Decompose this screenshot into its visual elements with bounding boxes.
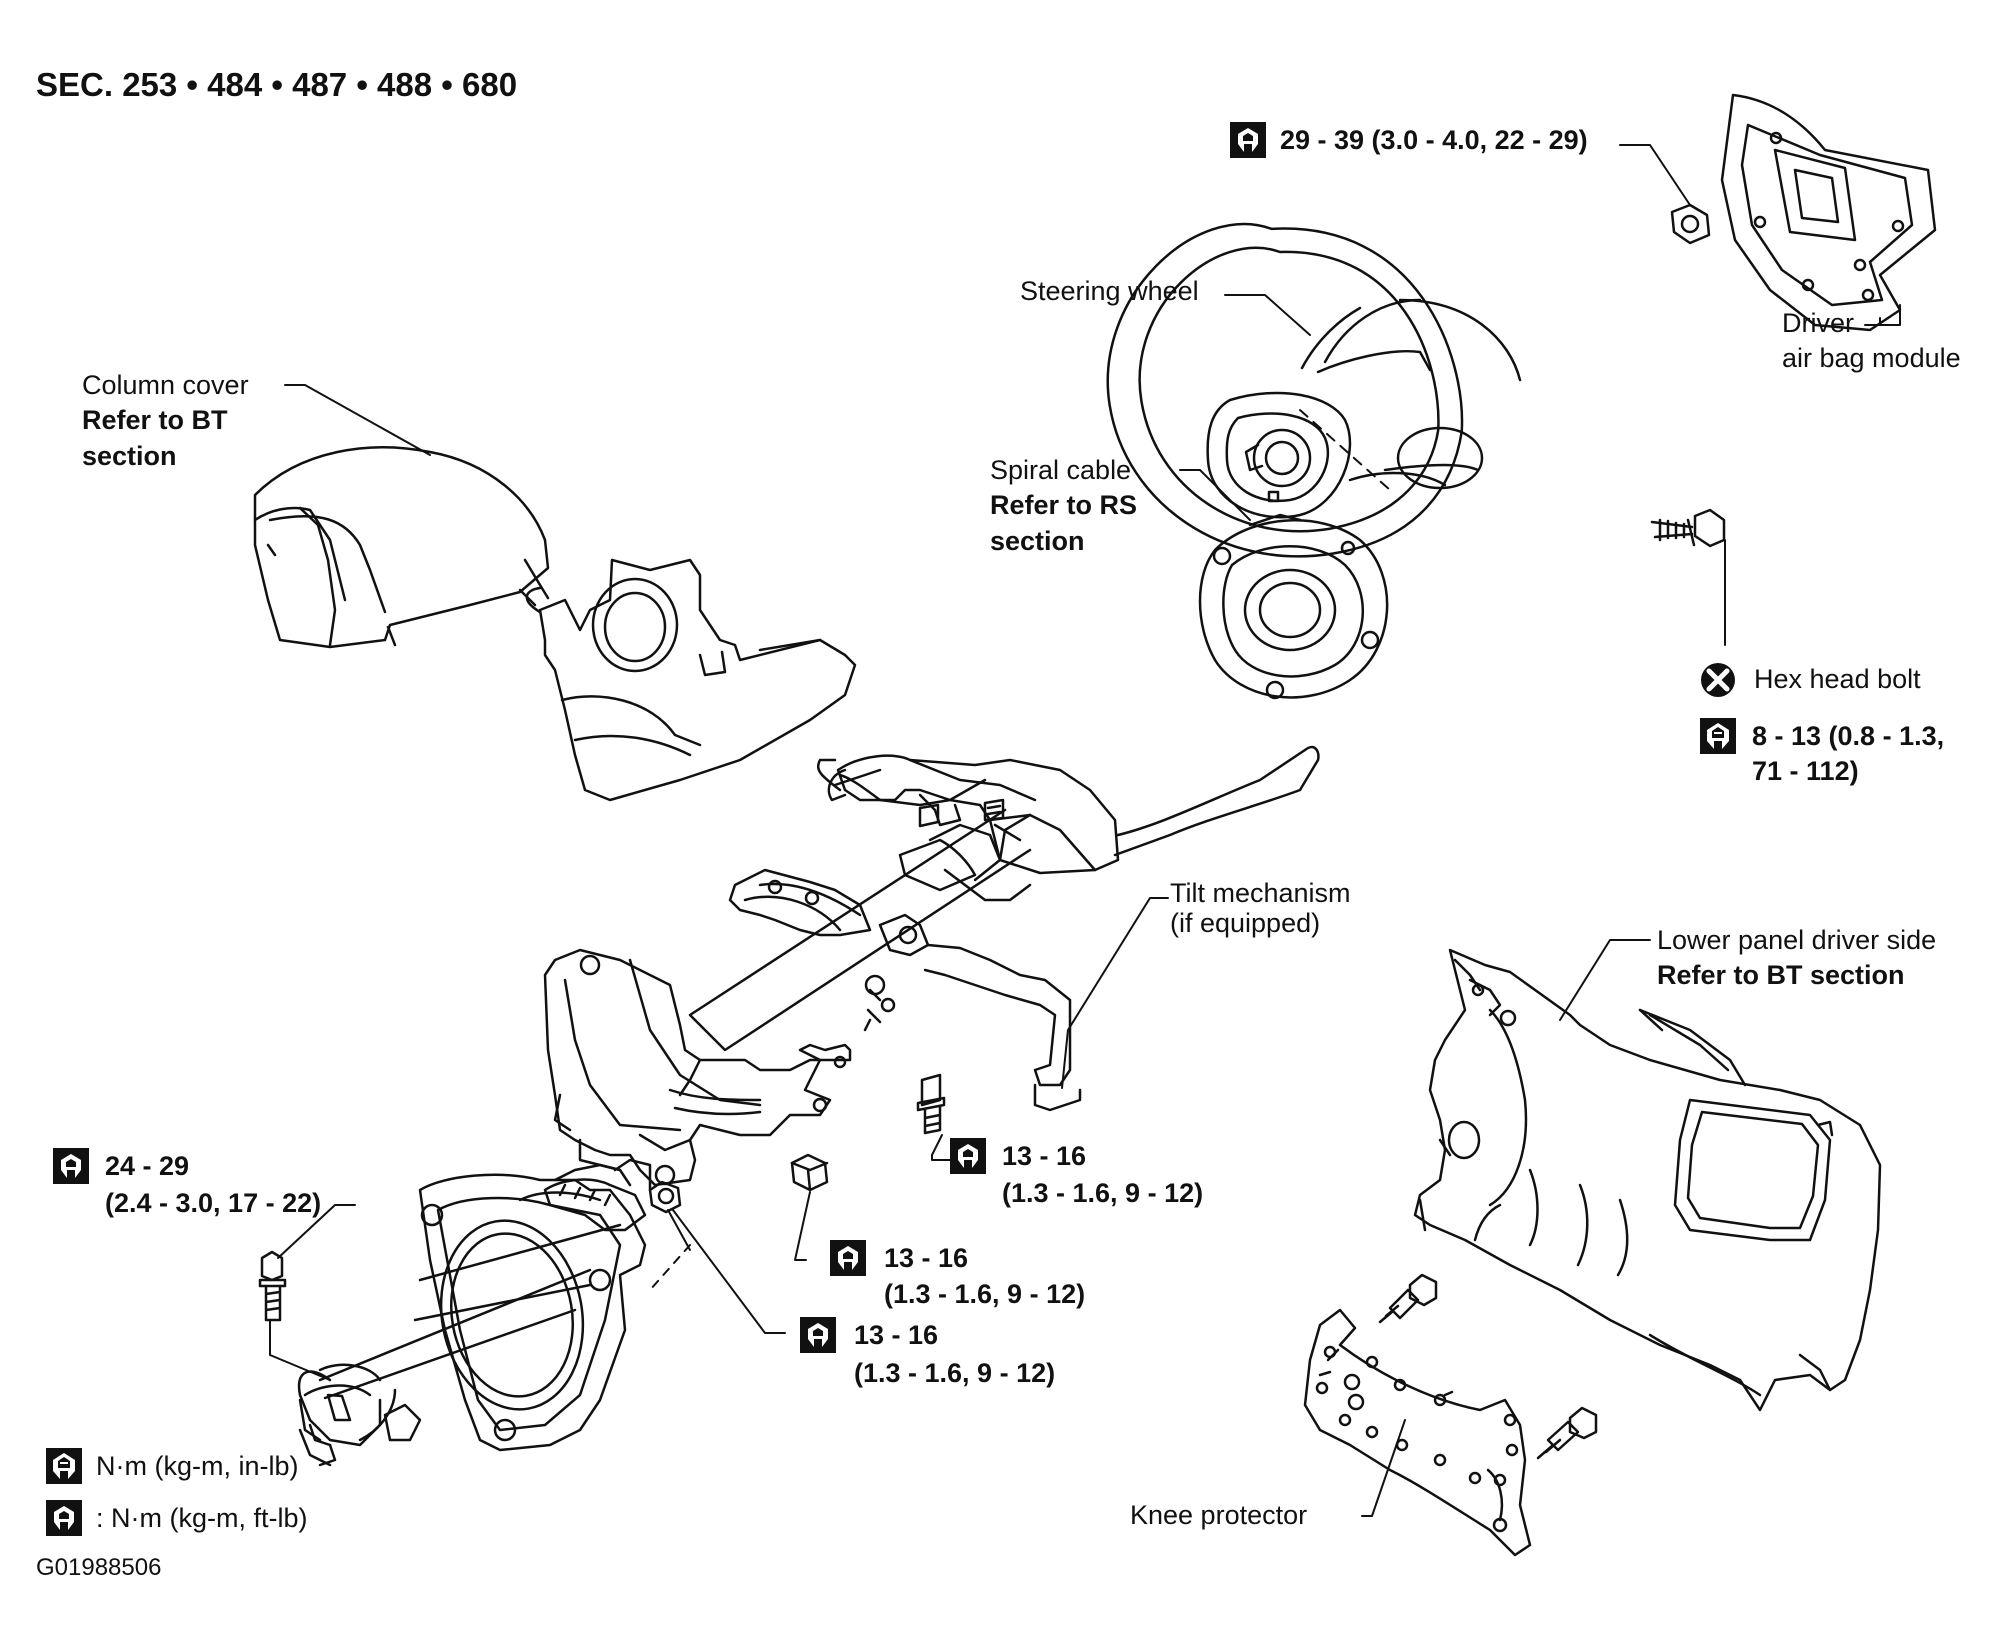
column-cover-drawing [253,446,857,802]
lower-panel-drawing [1413,948,1882,1412]
column-cover-ref-line2: section [82,441,177,471]
driver-airbag-label-line2: air bag module [1782,343,1961,373]
torque-wrench-ft-lb-icon [800,1317,836,1353]
driver-airbag-label-line1: Driver [1782,308,1854,338]
legend-ft-lb: : N·m (kg-m, ft-lb) [96,1503,308,1533]
lower-panel-ref: Refer to BT section [1657,960,1905,990]
torque-wrench-ft-lb-icon [830,1240,866,1276]
section-reference: SEC. 253 • 484 • 487 • 488 • 680 [36,66,518,103]
knee-protector-label: Knee protector [1130,1500,1308,1530]
column-cover-ref-line1: Refer to BT [82,405,228,435]
driver-airbag-module-drawing [1720,93,1937,332]
joint-bolt-torque-line1: 24 - 29 [105,1151,190,1181]
lower-panel-label: Lower panel driver side [1657,925,1937,955]
spiral-cable-ref-line2: section [990,526,1085,556]
joint-bolt-torque-line2: (2.4 - 3.0, 17 - 22) [105,1188,322,1218]
lower-column-joint-drawing [297,1158,652,1467]
combination-switch-drawing [816,745,1320,875]
wheel-nut-torque: 29 - 39 (3.0 - 4.0, 22 - 29) [1280,125,1588,155]
tilt-mechanism-label-line1: Tilt mechanism [1170,878,1351,908]
hex-bolt-torque-line1: 8 - 13 (0.8 - 1.3, [1752,721,1945,751]
leader-lines [269,144,1901,1517]
hex-head-bolt-label: Hex head bolt [1754,664,1921,694]
legend-in-lb: N·m (kg-m, in-lb) [96,1451,299,1481]
figure-code: G01988506 [36,1554,162,1581]
torque-wrench-ft-lb-icon [53,1148,89,1184]
spiral-cable-ref-line1: Refer to RS [990,490,1138,520]
knee-protector-drawing [1303,1308,1532,1557]
torque-wrench-ft-lb-icon [46,1500,82,1536]
do-not-reuse-icon [1700,662,1736,698]
column-mounting-bracket-drawing [543,948,852,1187]
tilt-bolt-drawing [916,1073,946,1135]
column-nut-drawing [790,1153,829,1192]
lower-nut-torque-line2: (1.3 - 1.6, 9 - 12) [854,1358,1056,1388]
column-nut-torque-line1: 13 - 16 [884,1243,969,1273]
column-cover-label: Column cover [82,370,249,400]
tilt-bolt-torque-line2: (1.3 - 1.6, 9 - 12) [1002,1178,1204,1208]
flange-nut-drawing [648,1180,682,1214]
torque-wrench-ft-lb-icon [1230,122,1266,158]
torque-wrench-in-lb-icon [46,1448,82,1484]
spiral-cable-label: Spiral cable [990,455,1132,485]
spiral-cable-drawing [1198,513,1389,700]
steering-wheel-drawing [1106,222,1522,558]
joint-bolt-drawing [258,1250,287,1322]
knee-protector-bolts-drawing [1378,1273,1598,1460]
tilt-bolt-torque-line1: 13 - 16 [1002,1141,1087,1171]
hex-bolt-torque-line2: 71 - 112) [1752,756,1859,786]
steering-column-drawing [688,808,1082,1112]
column-nut-torque-line2: (1.3 - 1.6, 9 - 12) [884,1279,1086,1309]
tilt-mechanism-label-line2: (if equipped) [1170,908,1321,938]
steering-wheel-label: Steering wheel [1020,276,1199,306]
torque-wrench-ft-lb-icon [950,1138,986,1174]
hex-head-bolt-drawing [1650,508,1726,548]
wheel-nut-drawing [1670,203,1711,245]
torque-wrench-in-lb-icon [1700,718,1736,754]
lower-nut-torque-line1: 13 - 16 [854,1320,939,1350]
